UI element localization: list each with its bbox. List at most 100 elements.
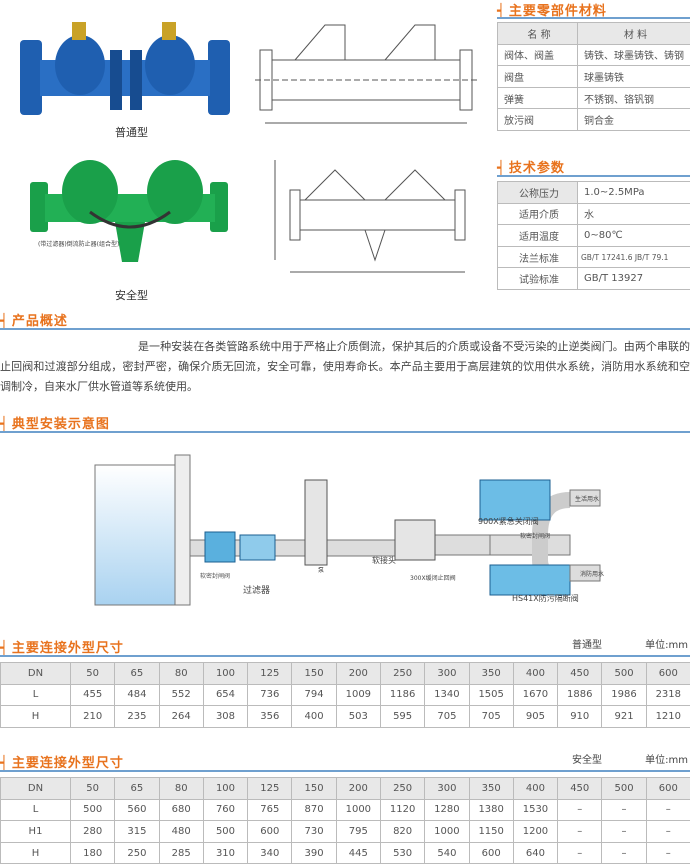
table-cell: 125 — [247, 662, 293, 685]
table-cell: H1 — [0, 820, 71, 843]
normal-caption: 普通型 — [115, 126, 148, 139]
table-cell: 80 — [158, 777, 204, 800]
table-cell: 765 — [247, 798, 293, 822]
install-diagram — [94, 454, 601, 606]
table-cell: 705 — [468, 705, 514, 728]
table-cell: 595 — [379, 705, 426, 728]
table-cell: 905 — [512, 705, 559, 728]
table-cell: 250 — [114, 841, 160, 865]
table-cell: 125 — [247, 777, 293, 800]
table-cell: 736 — [247, 683, 293, 707]
dims-normal-unit: 单位:mm — [645, 640, 688, 651]
table-cell: 600 — [645, 662, 690, 685]
table-cell: 1505 — [468, 683, 514, 707]
table-cell: 910 — [557, 705, 603, 728]
table-cell: L — [0, 798, 71, 822]
table-cell: 640 — [512, 841, 559, 865]
table-cell: H — [0, 841, 71, 865]
table-cell: 315 — [114, 820, 160, 843]
table-cell: 1340 — [424, 683, 470, 707]
domestic-water-label: 生活用水 — [575, 496, 600, 503]
table-cell: 180 — [69, 841, 116, 865]
table-cell: 350 — [468, 662, 514, 685]
dims-normal-heading: ┥主要连接外型尺寸 — [0, 641, 124, 656]
table-cell: 540 — [424, 841, 470, 865]
table-cell: 264 — [158, 705, 204, 728]
table-cell: 400 — [512, 777, 559, 800]
table-cell: 400 — [291, 705, 337, 728]
table-cell: 654 — [202, 683, 249, 707]
table-cell: 100 — [202, 777, 249, 800]
gate-valve-label-2: 软密封闸阀 — [520, 533, 551, 540]
table-cell: – — [557, 798, 603, 822]
table-cell: 600 — [247, 820, 293, 843]
table-cell: – — [645, 798, 690, 822]
table-cell: 340 — [247, 841, 293, 865]
table-cell: 250 — [379, 662, 426, 685]
table-cell: 150 — [291, 777, 337, 800]
table-cell: 680 — [158, 798, 204, 822]
tech-heading: ┥技术参数 — [497, 161, 565, 176]
table-cell: 235 — [114, 705, 160, 728]
table-cell: 1530 — [512, 798, 559, 822]
table-cell: 50 — [69, 662, 116, 685]
table-cell: H — [0, 705, 71, 728]
dims-safe-unit: 单位:mm — [645, 755, 688, 766]
table-cell: 530 — [379, 841, 426, 865]
table-cell: 1120 — [379, 798, 426, 822]
table-cell: 480 — [158, 820, 204, 843]
normal-valve-image — [20, 22, 230, 115]
dims-safe-heading: ┥主要连接外型尺寸 — [0, 756, 124, 771]
install-heading: ┥典型安装示意图 — [0, 417, 110, 432]
safe-drawing — [274, 160, 466, 273]
table-cell: 250 — [379, 777, 426, 800]
table-cell: L — [0, 683, 71, 707]
table-cell: 1986 — [601, 683, 647, 707]
table-cell: 795 — [335, 820, 381, 843]
table-cell: 2318 — [645, 683, 690, 707]
table-cell: 65 — [114, 662, 160, 685]
table-cell: 500 — [601, 662, 647, 685]
table-cell: 794 — [291, 683, 337, 707]
table-cell: 100 — [202, 662, 249, 685]
safe-label: (带过滤器)倒流防止器(组合型) — [38, 241, 120, 248]
table-cell: 400 — [512, 662, 559, 685]
materials-heading: ┥主要零部件材料 — [497, 4, 607, 19]
table-cell: 390 — [291, 841, 337, 865]
table-cell: 1210 — [645, 705, 690, 728]
table-cell: 1009 — [335, 683, 381, 707]
table-cell: 200 — [335, 662, 381, 685]
table-cell: 730 — [291, 820, 337, 843]
table-cell: 450 — [557, 777, 603, 800]
table-cell: 300 — [424, 662, 470, 685]
check-valve-label: 300X缓闭止回阀 — [410, 575, 456, 582]
table-cell: 300 — [424, 777, 470, 800]
table-cell: 1886 — [557, 683, 603, 707]
table-cell: 356 — [247, 705, 293, 728]
safe-valve-image — [30, 160, 228, 262]
table-cell: 350 — [468, 777, 514, 800]
table-cell: 600 — [468, 841, 514, 865]
table-cell: 455 — [69, 683, 116, 707]
table-cell: 552 — [158, 683, 204, 707]
table-cell: 560 — [114, 798, 160, 822]
table-cell: 308 — [202, 705, 249, 728]
table-cell: – — [645, 820, 690, 843]
table-cell: 484 — [114, 683, 160, 707]
gate-valve-label-1: 软密封闸阀 — [200, 573, 231, 580]
table-cell: 210 — [69, 705, 116, 728]
table-cell: 280 — [69, 820, 116, 843]
normal-drawing — [255, 24, 480, 124]
table-cell: 1000 — [335, 798, 381, 822]
table-cell: 820 — [379, 820, 426, 843]
table-cell: DN — [0, 777, 71, 800]
table-cell: 1670 — [512, 683, 559, 707]
dims-safe-type: 安全型 — [572, 755, 602, 766]
table-cell: 921 — [601, 705, 647, 728]
table-cell: 500 — [69, 798, 116, 822]
table-cell: – — [645, 841, 690, 865]
table-cell: 200 — [335, 777, 381, 800]
